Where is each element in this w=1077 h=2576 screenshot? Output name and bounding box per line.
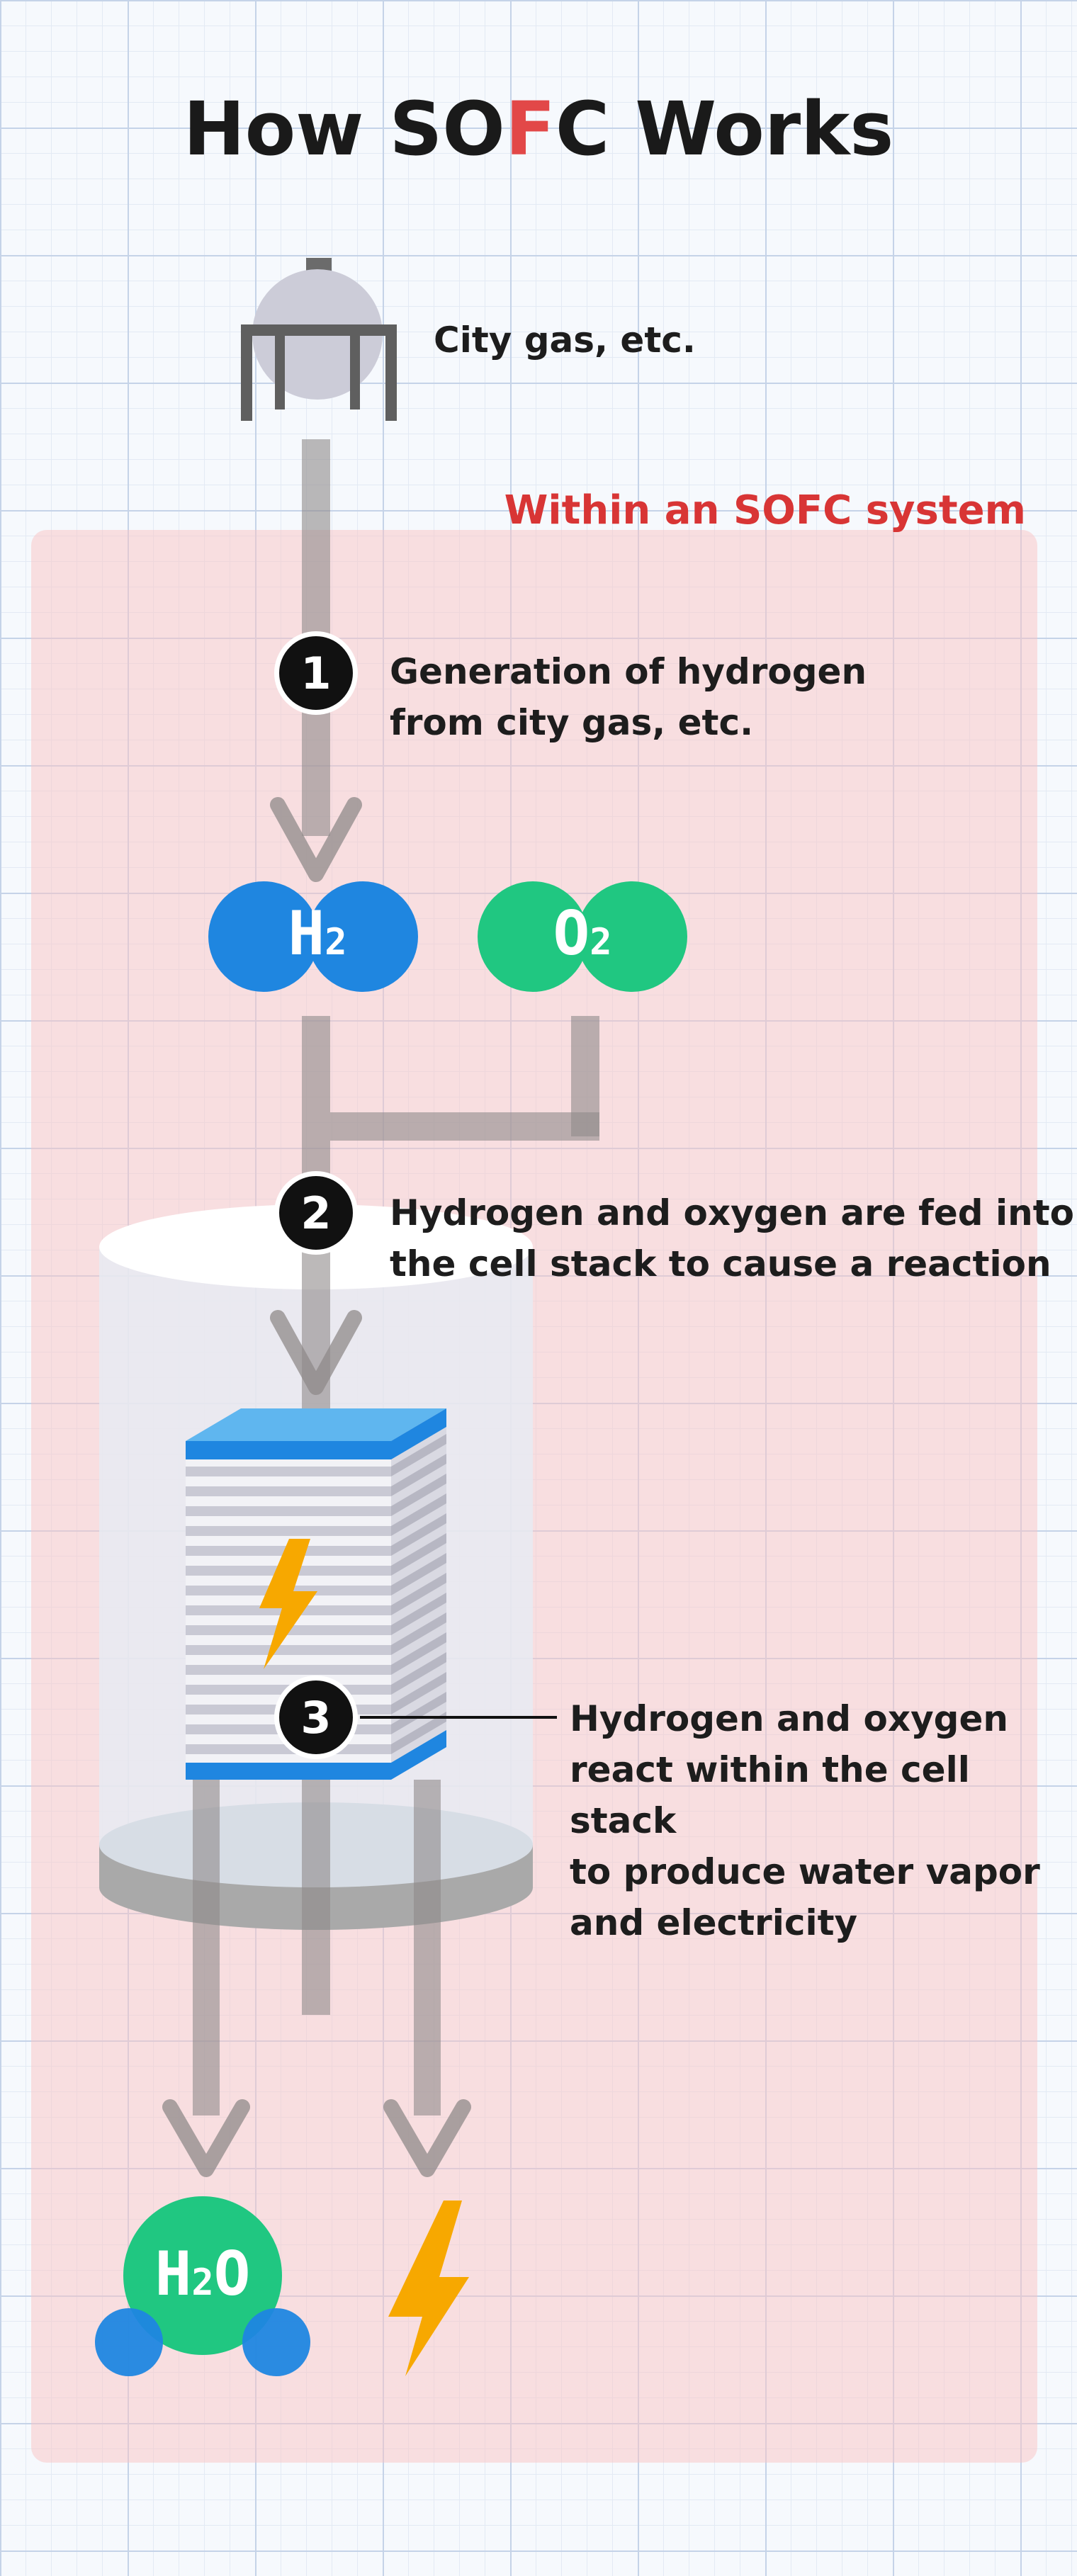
- step-2-text: Hydrogen and oxygen are fed into the cel…: [390, 1192, 1074, 1284]
- step-3-text: Hydrogen and oxygen react within the cel…: [570, 1698, 1040, 1943]
- step-1-number: 1: [274, 631, 358, 715]
- page-title: How SOFC Works: [183, 86, 894, 172]
- electricity-icon: [388, 2201, 469, 2376]
- hydrogen-molecule: [208, 881, 418, 992]
- step-1-text: Generation of hydrogen from city gas, et…: [390, 651, 867, 743]
- output-pipes: [162, 1780, 471, 2177]
- step-2-number: 2: [274, 1171, 358, 1255]
- system-zone-label: Within an SOFC system: [504, 487, 1026, 533]
- gas-tank-icon: [241, 258, 397, 421]
- stack-lightning-icon: [259, 1539, 317, 1669]
- oxygen-molecule: [478, 881, 687, 992]
- source-label: City gas, etc.: [434, 320, 696, 361]
- water-molecule: [95, 2196, 310, 2376]
- step-3-number: 3: [274, 1676, 358, 1759]
- title-highlight: F: [504, 86, 556, 172]
